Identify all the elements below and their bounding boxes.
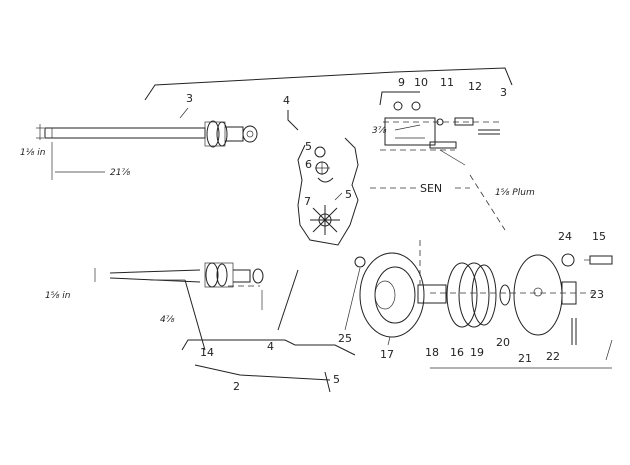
dim-lower-diameter: 1⅝ in bbox=[45, 291, 71, 301]
label-18: 18 bbox=[425, 346, 439, 359]
dim-right-offset: 1⅝ Plum bbox=[495, 188, 535, 198]
upper-right-subassembly: 9 10 11 12 3 3⅞ 1⅝ Plum bbox=[372, 76, 535, 231]
label-14: 14 bbox=[200, 346, 214, 359]
label-3-shaft: 3 bbox=[186, 92, 193, 105]
label-22: 22 bbox=[546, 350, 560, 363]
label-20: 20 bbox=[496, 336, 510, 349]
dim-lower-length: 4⅞ bbox=[160, 315, 175, 325]
label-24: 24 bbox=[558, 230, 572, 243]
label-12: 12 bbox=[468, 80, 482, 93]
label-5-lower: 5 bbox=[333, 373, 340, 386]
dim-shaft-length: 21⅞ bbox=[110, 168, 130, 178]
label-3-right: 3 bbox=[500, 86, 507, 99]
label-5-mid: 5 bbox=[345, 188, 352, 201]
label-11: 11 bbox=[440, 76, 454, 89]
label-10: 10 bbox=[414, 76, 428, 89]
dim-mid-offset: 3⅞ bbox=[372, 126, 387, 136]
label-4-lower: 4 bbox=[267, 340, 274, 353]
label-4-top: 4 bbox=[283, 94, 290, 107]
top-bracket bbox=[144, 67, 513, 101]
part-4-bracket: 4 5 6 7 5 bbox=[283, 94, 359, 246]
lower-bracket-frame: 14 4 4 2 5 bbox=[181, 269, 356, 393]
label-21: 21 bbox=[518, 352, 532, 365]
section-label: SEN bbox=[420, 182, 442, 195]
label-7: 7 bbox=[304, 195, 311, 208]
part-3-shaft: 3 bbox=[44, 92, 258, 148]
dim-shaft-diameter: 1⅛ in bbox=[20, 148, 46, 158]
label-23: 23 bbox=[590, 288, 604, 301]
center-section-marker: SEN bbox=[370, 182, 470, 195]
label-25: 25 bbox=[338, 332, 352, 345]
label-9: 9 bbox=[398, 76, 405, 89]
label-15: 15 bbox=[592, 230, 606, 243]
label-19: 19 bbox=[470, 346, 484, 359]
sheave-stack: 25 17 18 16 19 20 21 23 24 15 bbox=[338, 230, 613, 369]
label-2: 2 bbox=[233, 380, 240, 393]
label-6: 6 bbox=[305, 158, 312, 171]
label-17: 17 bbox=[380, 348, 394, 361]
label-5-upper: 5 bbox=[305, 140, 312, 153]
shaft-dimensions: 1⅛ in 21⅞ bbox=[20, 124, 130, 180]
lower-shaft-assembly: 1⅝ in 4⅞ bbox=[45, 262, 264, 351]
label-16: 16 bbox=[450, 346, 464, 359]
